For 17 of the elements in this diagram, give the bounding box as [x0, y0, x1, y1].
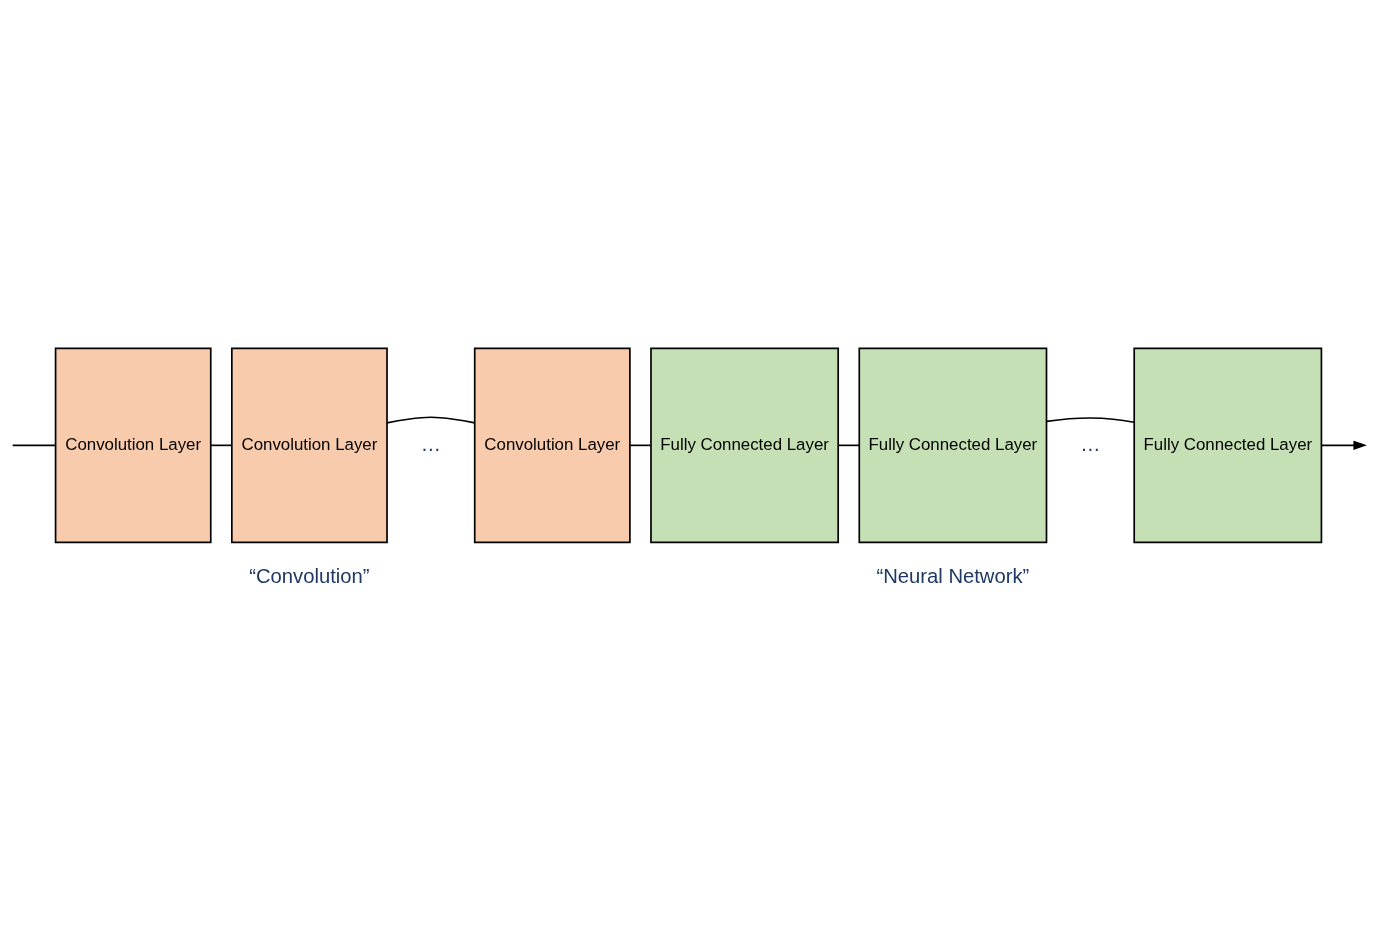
- connector: [1045, 416, 1135, 423]
- arrow: [1320, 440, 1367, 450]
- label: “Neural Network”: [876, 564, 1030, 587]
- node-box: Fully Connected Layer: [650, 347, 840, 543]
- connector: [210, 444, 233, 446]
- label: …: [1080, 432, 1101, 455]
- connector: [629, 444, 652, 446]
- connector: [11, 444, 57, 446]
- node-box: Fully Connected Layer: [858, 347, 1048, 543]
- connector: [837, 444, 860, 446]
- connector: [386, 415, 476, 424]
- node-box: Convolution Layer: [54, 347, 212, 543]
- label: …: [420, 432, 441, 455]
- label: “Convolution”: [249, 564, 370, 587]
- node-box: Fully Connected Layer: [1133, 347, 1323, 543]
- node-box: Convolution Layer: [473, 347, 631, 543]
- node-box: Convolution Layer: [231, 347, 388, 543]
